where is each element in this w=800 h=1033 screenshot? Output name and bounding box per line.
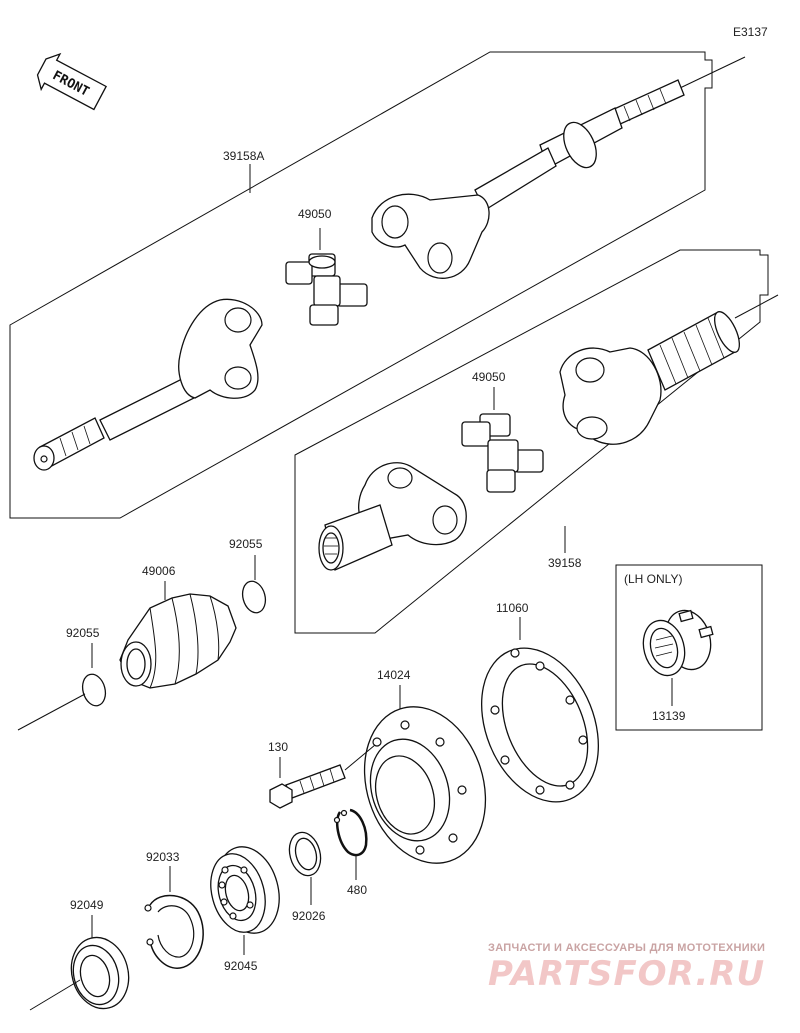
snap-ring-small xyxy=(333,808,368,857)
label-sensor-ring: 13139 xyxy=(652,709,686,723)
lh-only-label: (LH ONLY) xyxy=(624,572,682,586)
drive-shaft-upper xyxy=(33,79,685,471)
label-bolt: 130 xyxy=(268,740,288,754)
sensor-ring xyxy=(642,609,714,677)
diagram-code: E3137 xyxy=(733,25,768,39)
watermark-subtitle: ЗАПЧАСТИ И АКСЕССУАРЫ ДЛЯ МОТОТЕХНИКИ xyxy=(488,942,765,954)
label-shaft-upper: 39158A xyxy=(223,149,264,163)
washer xyxy=(288,831,322,877)
cv-boot xyxy=(119,593,237,689)
bearing-housing xyxy=(363,706,487,864)
gasket xyxy=(480,647,600,803)
universal-joint-lower xyxy=(461,413,544,493)
label-ring-left: 92055 xyxy=(66,626,100,640)
label-circlip: 92033 xyxy=(146,850,180,864)
label-joint-lower: 49050 xyxy=(472,370,506,384)
label-gasket: 11060 xyxy=(496,601,529,615)
label-seal: 92049 xyxy=(70,898,104,912)
label-washer: 92026 xyxy=(292,909,326,923)
label-bearing: 92045 xyxy=(224,959,258,973)
drive-shaft-lower xyxy=(318,311,741,571)
label-joint-upper: 49050 xyxy=(298,207,332,221)
ball-bearing xyxy=(210,846,280,934)
watermark-brand: PARTSFOR.RU xyxy=(488,954,765,994)
label-snap-ring-small: 480 xyxy=(347,883,367,897)
o-ring-top xyxy=(241,580,267,614)
label-boot: 49006 xyxy=(142,564,176,578)
circlip xyxy=(144,894,204,969)
group-box-lower-shaft xyxy=(294,249,769,634)
front-arrow-icon: FRONT xyxy=(36,52,108,111)
label-shaft-lower: 39158 xyxy=(548,556,582,570)
oil-seal xyxy=(70,936,130,1010)
label-ring-top: 92055 xyxy=(229,537,263,551)
label-housing: 14024 xyxy=(377,668,411,682)
lh-only-box xyxy=(615,564,763,731)
group-box-upper-shaft xyxy=(9,51,713,519)
bolt xyxy=(269,744,376,809)
o-ring-left xyxy=(81,673,107,707)
universal-joint-upper xyxy=(285,253,368,326)
